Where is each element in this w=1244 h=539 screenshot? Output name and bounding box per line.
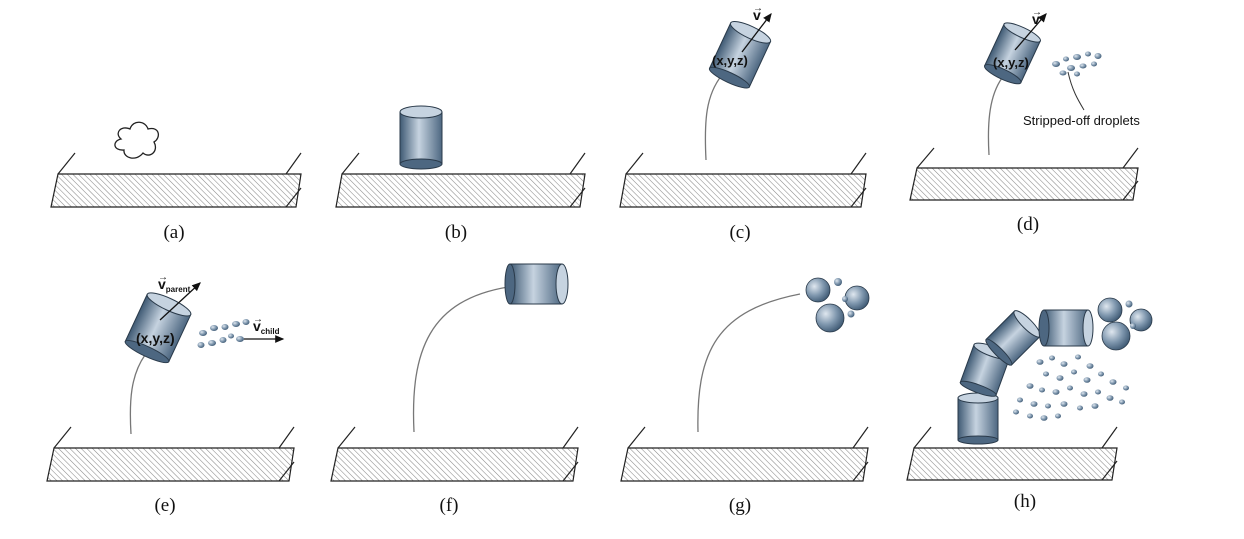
- panel-b: (b): [335, 105, 586, 243]
- panel-c: v → (x,y,z) (c): [619, 3, 867, 243]
- panel-a: (a): [50, 121, 302, 243]
- parent-subscript: parent: [166, 285, 191, 294]
- velocity-label: v: [1032, 11, 1040, 27]
- trajectory-line: [412, 286, 509, 433]
- vector-overarrow: →: [158, 272, 168, 283]
- panel-label-d: (d): [1017, 214, 1039, 235]
- velocity-label: v: [753, 7, 761, 23]
- liquid-parcel-cylinder: [504, 263, 569, 305]
- droplets-leader-line: [1067, 71, 1085, 111]
- liquid-parcel-cylinder: [708, 21, 772, 89]
- panel-f: (f): [330, 263, 579, 516]
- panel-h: (h): [906, 297, 1153, 512]
- child-velocity-label: vchild: [253, 318, 280, 336]
- child-subscript: child: [261, 327, 280, 336]
- velocity-vector-arrow: [1014, 13, 1047, 51]
- vector-overarrow: →: [253, 314, 263, 325]
- liquid-parcel-cylinder: [983, 22, 1041, 85]
- breakup-droplets: [1097, 297, 1153, 351]
- panel-label-g: (g): [729, 495, 751, 516]
- panel-label-h: (h): [1014, 491, 1036, 512]
- panel-e: vparent → (x,y,z) vchild → (e): [46, 272, 295, 516]
- panel-g: (g): [620, 277, 870, 516]
- panel-label-a: (a): [163, 222, 184, 243]
- child-droplets-cluster: [197, 319, 250, 348]
- panel-label-e: (e): [154, 495, 175, 516]
- wall-surface: [619, 152, 867, 208]
- position-label: (x,y,z): [993, 55, 1029, 70]
- panel-label-b: (b): [445, 222, 467, 243]
- position-label: (x,y,z): [136, 330, 175, 346]
- position-label: (x,y,z): [712, 53, 748, 68]
- stripped-droplets-label: Stripped-off droplets: [1023, 113, 1140, 128]
- wall-surface: [330, 426, 579, 482]
- liquid-parcel-cylinder: [1038, 309, 1094, 347]
- liquid-parcel-cylinder: [399, 105, 443, 170]
- wall-surface: [50, 152, 302, 208]
- panel-d: v → (x,y,z) Stripped-off droplets (d): [909, 7, 1140, 235]
- breakup-droplets: [805, 277, 870, 333]
- trajectory-line: [697, 293, 801, 433]
- parent-velocity-label: vparent: [158, 276, 191, 294]
- wall-surface: [46, 426, 295, 482]
- stripped-droplets-cloud: [1013, 354, 1129, 421]
- liquid-parcel-cylinder: [957, 392, 999, 445]
- stripped-droplets-cluster: [1052, 51, 1102, 77]
- liquid-blob: [114, 121, 159, 159]
- panel-label-f: (f): [440, 495, 459, 516]
- liquid-parcel-cylinder: [124, 292, 192, 364]
- trajectory-line: [987, 77, 1003, 156]
- wall-surface: [909, 147, 1139, 201]
- vector-overarrow: →: [753, 3, 763, 14]
- parcel-sequence: [957, 309, 1094, 445]
- wall-surface: [620, 426, 869, 482]
- wall-surface: [906, 426, 1118, 481]
- panel-label-c: (c): [729, 222, 750, 243]
- trajectory-line: [704, 74, 723, 161]
- liquid-parcel-cylinder: [985, 310, 1041, 366]
- trajectory-line: [129, 354, 146, 435]
- wall-surface: [335, 152, 586, 208]
- vector-overarrow: →: [1032, 7, 1042, 18]
- parent-velocity-arrow: [159, 282, 201, 321]
- velocity-vector-arrow: [741, 12, 772, 53]
